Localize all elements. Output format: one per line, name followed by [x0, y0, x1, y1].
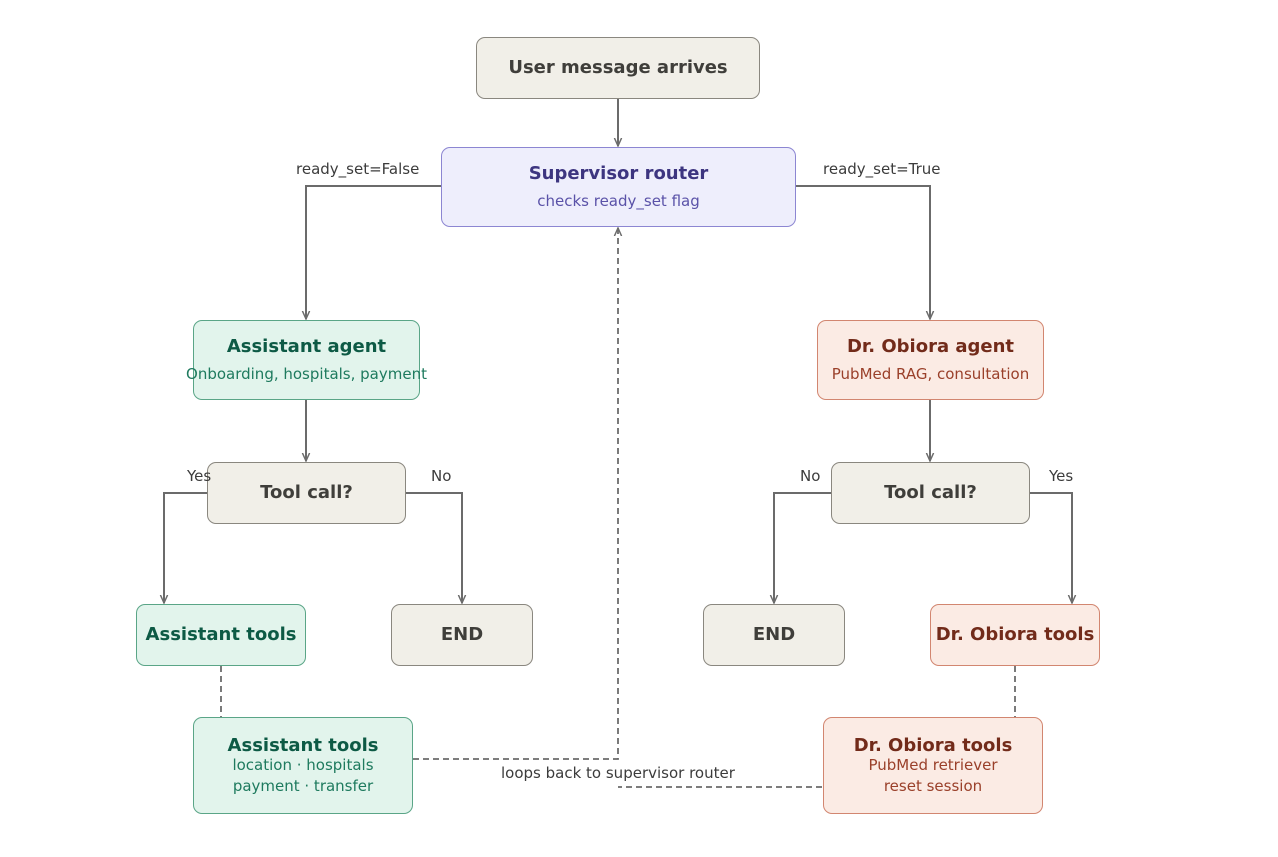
tool-call-right-node[interactable]: Tool call?: [831, 462, 1030, 524]
assistant-agent-subtitle: Onboarding, hospitals, payment: [186, 365, 427, 383]
edge-label-left-yes: Yes: [187, 467, 212, 485]
obiora-tools-detail-line2: reset session: [883, 777, 983, 795]
edge-loop-back: [413, 228, 618, 760]
assistant-tools-detail-title: Assistant tools: [227, 735, 379, 756]
assistant-tools-detail-line2: payment · transfer: [232, 777, 374, 795]
end-left-node[interactable]: END: [391, 604, 533, 666]
assistant-tools-detail-line1: location · hospitals: [232, 756, 374, 774]
end-left-title: END: [440, 624, 484, 645]
edge-label-right-no: No: [800, 467, 821, 485]
assistant-tools-title: Assistant tools: [145, 624, 297, 645]
edge-left-no: [405, 492, 462, 603]
edge-label-ready-true: ready_set=True: [823, 160, 941, 178]
assistant-tools-detail-node[interactable]: Assistant tools location · hospitals pay…: [193, 717, 413, 814]
edge-label-right-yes: Yes: [1049, 467, 1074, 485]
assistant-agent-title: Assistant agent: [226, 336, 387, 357]
supervisor-title: Supervisor router: [528, 163, 709, 184]
obiora-tools-detail-node[interactable]: Dr. Obiora tools PubMed retriever reset …: [823, 717, 1043, 814]
obiora-tools-title: Dr. Obiora tools: [935, 624, 1095, 645]
tool-call-left-node[interactable]: Tool call?: [207, 462, 406, 524]
obiora-tools-detail-title: Dr. Obiora tools: [853, 735, 1013, 756]
edge-label-loop-back: loops back to supervisor router: [501, 764, 735, 782]
obiora-agent-subtitle: PubMed RAG, consultation: [831, 365, 1030, 383]
edge-label-left-no: No: [431, 467, 452, 485]
tool-call-left-title: Tool call?: [260, 482, 353, 503]
supervisor-subtitle: checks ready_set flag: [537, 192, 700, 210]
obiora-agent-title: Dr. Obiora agent: [846, 336, 1015, 357]
end-right-title: END: [752, 624, 796, 645]
start-title: User message arrives: [508, 57, 728, 78]
supervisor-router-node[interactable]: Supervisor router checks ready_set flag: [441, 147, 796, 227]
edge-supervisor-to-obiora: [795, 185, 930, 319]
edge-right-yes: [1029, 492, 1072, 603]
obiora-agent-node[interactable]: Dr. Obiora agent PubMed RAG, consultatio…: [817, 320, 1044, 400]
edge-label-ready-false: ready_set=False: [296, 160, 420, 178]
obiora-tools-detail-line1: PubMed retriever: [868, 756, 998, 774]
tool-call-right-title: Tool call?: [884, 482, 977, 503]
start-node[interactable]: User message arrives: [476, 37, 760, 99]
assistant-tools-node[interactable]: Assistant tools: [136, 604, 306, 666]
edge-right-no: [774, 492, 831, 603]
edge-left-yes: [164, 492, 207, 603]
obiora-tools-node[interactable]: Dr. Obiora tools: [930, 604, 1100, 666]
assistant-agent-node[interactable]: Assistant agent Onboarding, hospitals, p…: [186, 320, 427, 400]
edge-supervisor-to-assistant: [306, 185, 441, 319]
end-right-node[interactable]: END: [703, 604, 845, 666]
